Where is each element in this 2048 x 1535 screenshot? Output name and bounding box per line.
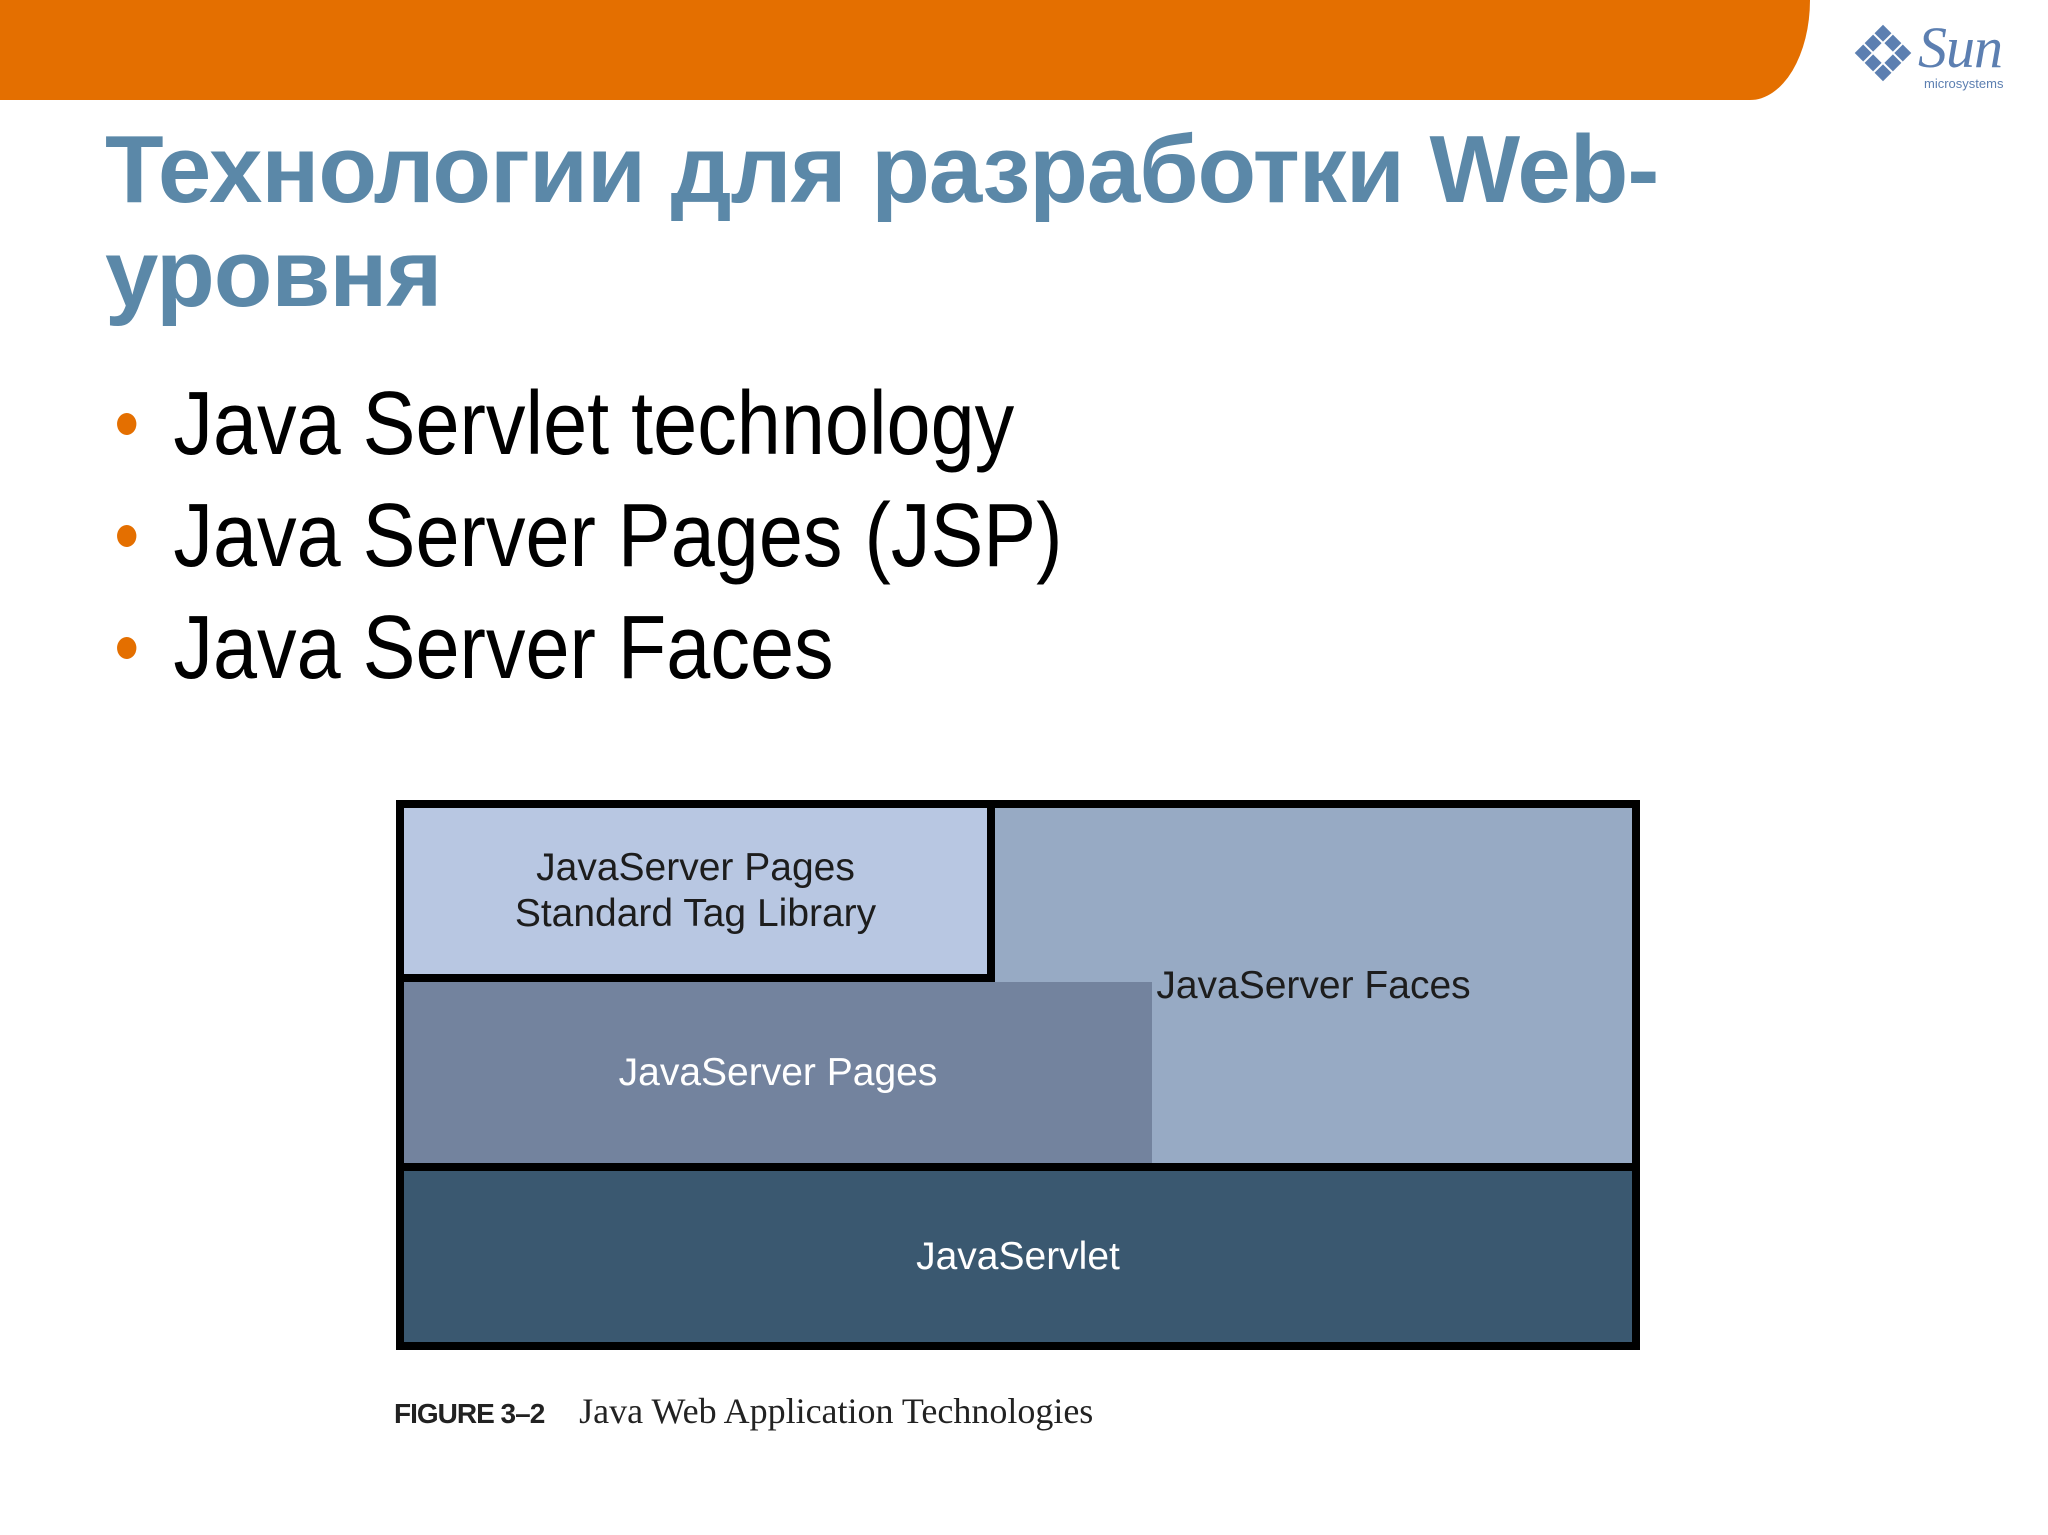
slide-title: Технологии для разработки Web-уровня	[105, 116, 1659, 327]
figure-caption: FIGURE 3–2 Java Web Application Technolo…	[394, 1390, 1093, 1432]
sun-logo-icon	[1854, 24, 1912, 82]
jstl-label-line2: Standard Tag Library	[514, 892, 877, 935]
jsf-label: JavaServer Faces	[1156, 963, 1471, 1007]
logo-subtitle: microsystems	[1924, 76, 2004, 91]
sun-logo: Sun microsystems	[1852, 15, 2032, 98]
bullet-dot-icon	[117, 637, 137, 660]
figure-caption-text: Java Web Application Technologies	[579, 1391, 1094, 1431]
bullet-dot-icon	[117, 413, 137, 436]
jsp-block: JavaServer Pages	[404, 982, 1152, 1163]
technology-stack-diagram: JavaServer Pages Standard Tag Library Ja…	[396, 800, 1640, 1350]
servlet-label: JavaServlet	[916, 1234, 1120, 1278]
bullet-text: Java Server Faces	[173, 598, 834, 698]
bullet-item: Java Server Faces	[110, 592, 1063, 704]
logo-wordmark: Sun	[1918, 15, 2003, 80]
bullet-text: Java Servlet technology	[173, 374, 1015, 474]
bullet-text: Java Server Pages (JSP)	[173, 486, 1063, 586]
jstl-label-line1: JavaServer Pages	[536, 846, 855, 889]
bullet-dot-icon	[117, 525, 137, 548]
jstl-block: JavaServer Pages Standard Tag Library	[404, 808, 987, 974]
bullet-item: Java Server Pages (JSP)	[110, 480, 1063, 592]
bullet-item: Java Servlet technology	[110, 368, 1063, 480]
bullet-list: Java Servlet technology Java Server Page…	[110, 368, 1192, 704]
figure-number: FIGURE 3–2	[394, 1398, 545, 1429]
jsp-label: JavaServer Pages	[618, 1050, 938, 1094]
servlet-block: JavaServlet	[404, 1171, 1632, 1342]
header-bar	[0, 0, 1810, 100]
